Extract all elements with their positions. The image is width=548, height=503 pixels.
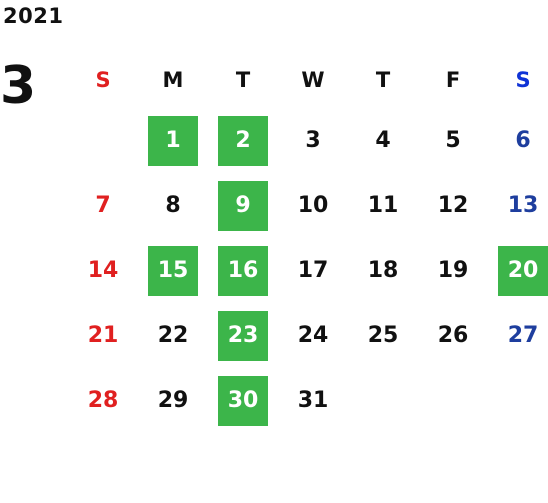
day-cell: 29 [138,368,208,433]
empty-cell [348,368,418,433]
day-5[interactable]: 5 [445,128,461,153]
weekday-header-wed: W [301,68,325,92]
day-cell: 15 [138,238,208,303]
weekday-header-tue: T [235,68,251,92]
highlighted-day-15[interactable]: 15 [148,245,198,296]
day-17[interactable]: 17 [297,258,329,283]
highlighted-day-30[interactable]: 30 [218,375,268,426]
empty-cell [488,368,548,433]
day-29[interactable]: 29 [157,388,189,413]
day-cell: 18 [348,238,418,303]
day-cell: 9 [208,173,278,238]
week-row: 14 15 16 17 18 19 20 [68,238,548,303]
day-27[interactable]: 27 [507,323,539,348]
weekday-header-row: S M T W T F S [68,52,548,108]
day-cell: 4 [348,108,418,173]
day-3[interactable]: 3 [305,128,321,153]
day-cell: 13 [488,173,548,238]
day-7[interactable]: 7 [95,193,111,218]
highlighted-day-2[interactable]: 2 [218,115,268,166]
day-10[interactable]: 10 [297,193,329,218]
day-4[interactable]: 4 [375,128,391,153]
day-cell: 12 [418,173,488,238]
day-19[interactable]: 19 [437,258,469,283]
weekday-header-thu: T [375,68,391,92]
day-24[interactable]: 24 [297,323,329,348]
highlighted-day-16[interactable]: 16 [218,245,268,296]
day-cell: 10 [278,173,348,238]
day-12[interactable]: 12 [437,193,469,218]
day-cell: 14 [68,238,138,303]
day-14[interactable]: 14 [87,258,119,283]
day-cell: 30 [208,368,278,433]
day-cell: 24 [278,303,348,368]
day-28[interactable]: 28 [87,388,119,413]
day-cell: 19 [418,238,488,303]
day-cell: 8 [138,173,208,238]
week-row: 28 29 30 31 [68,368,548,433]
year-label: 2021 [3,4,64,28]
day-cell: 20 [488,238,548,303]
day-cell: 17 [278,238,348,303]
day-11[interactable]: 11 [367,193,399,218]
day-cell: 5 [418,108,488,173]
highlighted-day-1[interactable]: 1 [148,115,198,166]
day-cell: 25 [348,303,418,368]
week-row: 7 8 9 10 11 12 13 [68,173,548,238]
day-22[interactable]: 22 [157,323,189,348]
day-cell: 7 [68,173,138,238]
empty-cell [68,108,138,173]
day-cell: 21 [68,303,138,368]
day-6[interactable]: 6 [515,128,531,153]
day-cell: 22 [138,303,208,368]
day-cell: 2 [208,108,278,173]
day-8[interactable]: 8 [165,193,181,218]
weekday-header-sun: S [95,68,111,92]
day-cell: 28 [68,368,138,433]
day-cell: 11 [348,173,418,238]
weekday-header-mon: M [162,68,184,92]
highlighted-day-20[interactable]: 20 [498,245,548,296]
day-cell: 26 [418,303,488,368]
weekday-header-sat: S [515,68,531,92]
week-row: 21 22 23 24 25 26 27 [68,303,548,368]
highlighted-day-9[interactable]: 9 [218,180,268,231]
day-26[interactable]: 26 [437,323,469,348]
weekday-header-fri: F [445,68,461,92]
day-cell: 27 [488,303,548,368]
day-cell: 6 [488,108,548,173]
highlighted-day-23[interactable]: 23 [218,310,268,361]
day-13[interactable]: 13 [507,193,539,218]
day-31[interactable]: 31 [297,388,329,413]
day-cell: 16 [208,238,278,303]
day-18[interactable]: 18 [367,258,399,283]
month-number: 3 [0,56,37,116]
day-cell: 31 [278,368,348,433]
empty-cell [418,368,488,433]
day-cell: 1 [138,108,208,173]
day-25[interactable]: 25 [367,323,399,348]
day-21[interactable]: 21 [87,323,119,348]
day-cell: 3 [278,108,348,173]
day-cell: 23 [208,303,278,368]
